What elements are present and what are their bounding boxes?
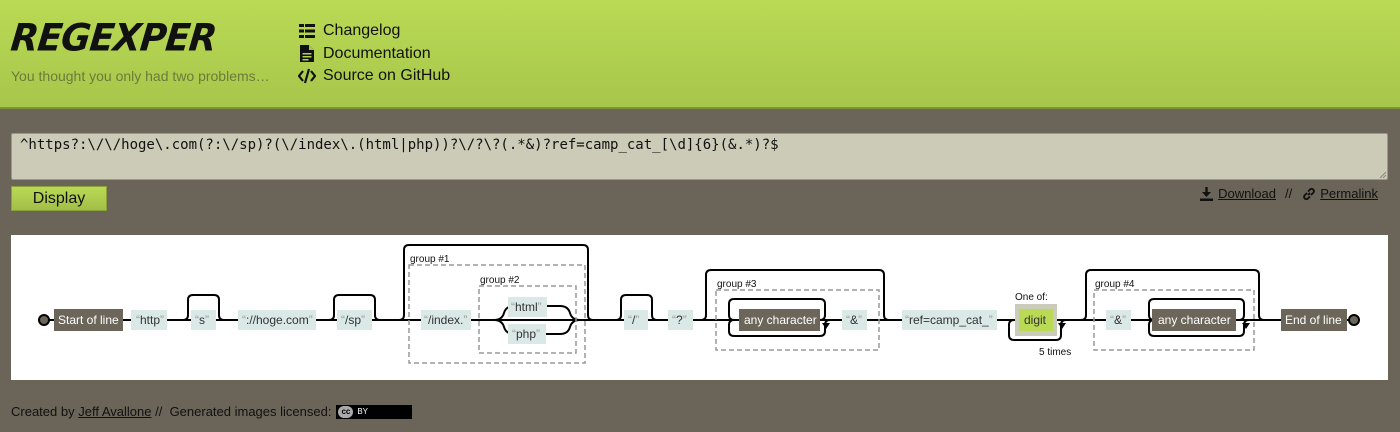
link-separator: //: [1284, 186, 1293, 201]
list-icon: [298, 22, 316, 40]
nav-label: Documentation: [323, 44, 431, 62]
end-label: End of line: [1285, 313, 1342, 327]
display-button[interactable]: Display: [11, 186, 107, 211]
literal-index: “/index.”: [424, 313, 467, 327]
any-character-2: [1152, 309, 1236, 331]
group-2-box: [478, 285, 577, 354]
literal-question: “?”: [672, 313, 687, 327]
nav-label: Changelog: [323, 22, 401, 40]
cc-label: cc: [338, 405, 354, 418]
group-1-label: group #1: [410, 254, 450, 265]
group-4-label: group #4: [1095, 279, 1135, 290]
download-icon: [1199, 186, 1214, 201]
cc-by-badge-icon[interactable]: cc BY: [336, 404, 413, 419]
footer-separator: //: [155, 404, 163, 419]
literal-amp-2: “&”: [1110, 313, 1126, 327]
group-2-label: group #2: [480, 275, 520, 286]
permalink-link[interactable]: Permalink: [1320, 186, 1378, 201]
any-character-1: [739, 309, 820, 331]
document-icon: [298, 45, 316, 63]
literal-slash: “/”: [628, 313, 639, 327]
export-links: Download // Permalink: [1199, 186, 1378, 201]
railroad-svg: group #1 group #2 group #3 group #4 Star…: [38, 244, 1360, 364]
nav-menu: Changelog Documentation Source on GitHub: [298, 20, 450, 88]
author-link[interactable]: Jeff Avallone: [78, 404, 152, 419]
download-link[interactable]: Download: [1218, 186, 1276, 201]
literal-http: “http”: [136, 313, 164, 327]
by-label: BY: [357, 407, 369, 416]
digit-label: digit: [1024, 313, 1047, 327]
nav-item-source-github[interactable]: Source on GitHub: [298, 65, 450, 88]
group-1-box: [408, 264, 586, 364]
start-node-icon: [38, 314, 50, 326]
end-anchor: [1281, 309, 1347, 331]
header: REGEXPER You thought you only had two pr…: [0, 0, 1400, 109]
repeat-times-label: 5 times: [1039, 347, 1071, 358]
nav-label: Source on GitHub: [323, 67, 451, 85]
any-character-2-label: any character: [1158, 313, 1231, 327]
literal-s: “s”: [195, 313, 209, 327]
literal-php: “php”: [512, 327, 540, 341]
railroad-diagram: group #1 group #2 group #3 group #4 Star…: [11, 235, 1388, 380]
group-4-box: [1093, 289, 1255, 351]
footer: Created by Jeff Avallone // Generated im…: [11, 404, 413, 419]
link-icon: [1301, 186, 1316, 201]
one-of-label: One of:: [1015, 292, 1048, 303]
nav-item-changelog[interactable]: Changelog: [298, 20, 450, 43]
literal-html: “html”: [511, 300, 542, 314]
license-label: Generated images licensed:: [169, 404, 332, 419]
resize-grip-icon[interactable]: [1377, 169, 1387, 179]
literal-amp-1: “&”: [846, 313, 862, 327]
start-label: Start of line: [58, 313, 119, 327]
end-node-icon: [1348, 314, 1360, 326]
code-icon: [298, 67, 316, 85]
literal-ref: “ref=camp_cat_”: [905, 313, 993, 327]
start-anchor: [54, 309, 123, 331]
group-3-box: [715, 289, 880, 351]
group-3-label: group #3: [717, 279, 757, 290]
nav-item-documentation[interactable]: Documentation: [298, 43, 450, 66]
literal-hoge: “://hoge.com”: [242, 313, 313, 327]
regex-input[interactable]: [11, 133, 1388, 180]
digit-box: [1019, 309, 1053, 331]
logo[interactable]: REGEXPER: [8, 16, 219, 61]
literal-sp: “/sp”: [341, 313, 365, 327]
tagline: You thought you only had two problems…: [11, 68, 270, 84]
any-character-1-label: any character: [744, 313, 817, 327]
created-by-label: Created by: [11, 404, 75, 419]
